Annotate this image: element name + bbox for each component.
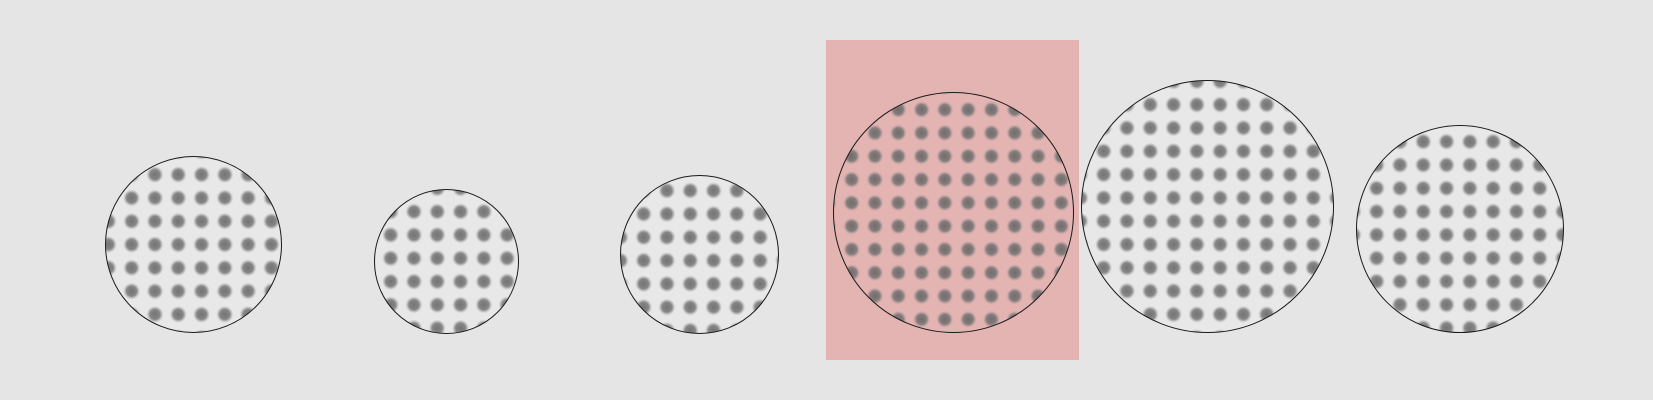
dot-disk-5[interactable] — [1081, 80, 1334, 333]
dot-disk-2[interactable] — [374, 189, 519, 334]
dot-disk-4[interactable] — [833, 92, 1074, 333]
dot-disk-6[interactable] — [1356, 125, 1564, 333]
dot-disk-1[interactable] — [105, 156, 282, 333]
dot-disk-3[interactable] — [620, 175, 779, 334]
